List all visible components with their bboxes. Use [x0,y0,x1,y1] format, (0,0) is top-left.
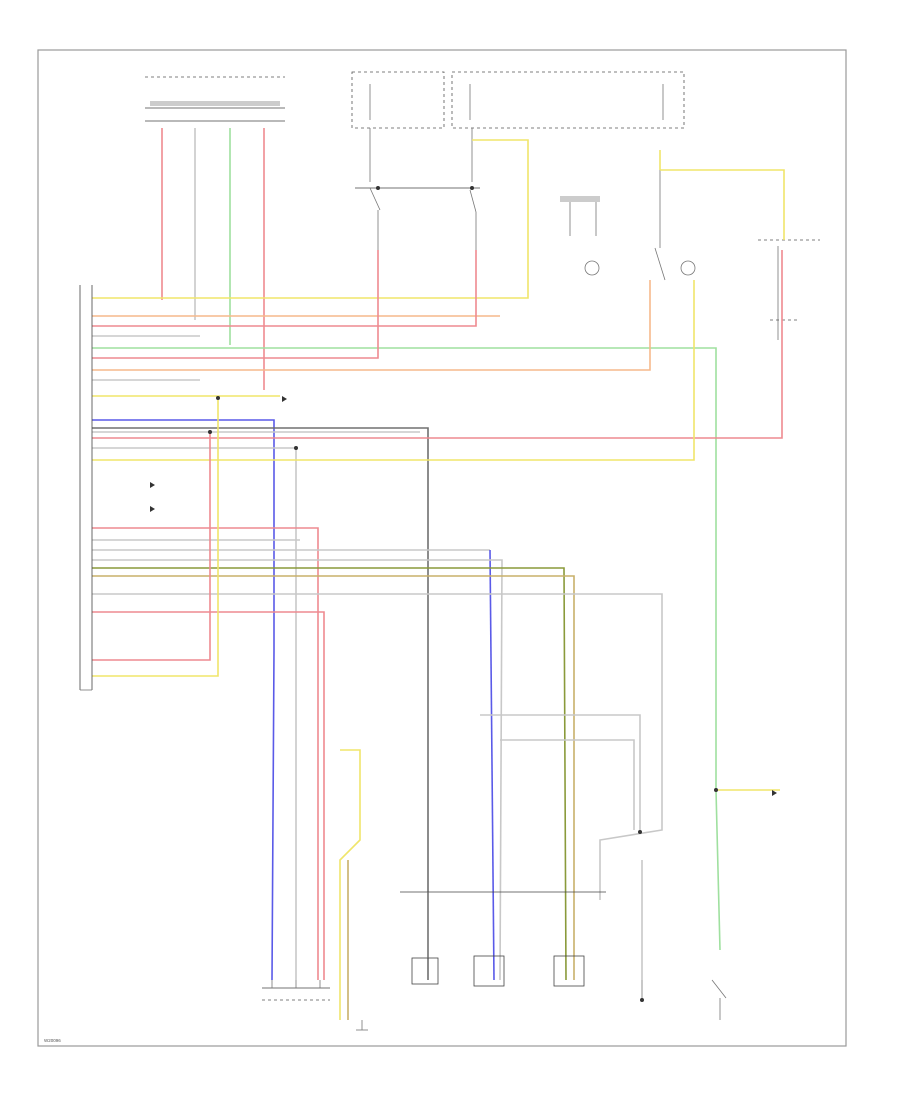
ground-point-bottom [640,980,644,1002]
sensor-bottom-1 [411,892,439,985]
sensor-bottom-2 [473,955,505,987]
connector-arrows [150,396,777,796]
fuse-box-left [351,71,445,129]
ground-symbol [356,1020,368,1031]
splice-points [208,186,718,834]
relay-switch-top [355,128,480,250]
sensor-bottom-3 [553,955,585,987]
ecm-connector [79,285,93,691]
page-frame [37,49,847,1047]
switch-bottom-right [711,979,727,1020]
drawing-id: W20096 [44,1038,61,1043]
bottom-left-connector [262,980,330,1001]
top-left-connector-block [145,76,285,122]
sensor-right-upper [560,150,820,340]
fuse-box-center [451,71,685,129]
